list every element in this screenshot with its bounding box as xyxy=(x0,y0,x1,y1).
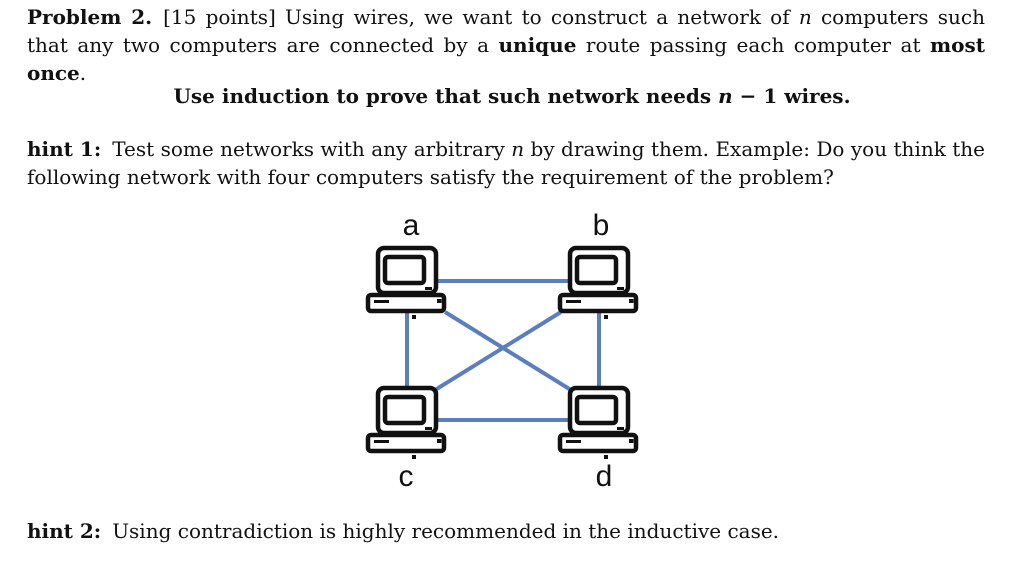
hint-1-label: hint 1: xyxy=(27,137,102,161)
computer-icon-b xyxy=(560,248,636,319)
theorem-statement: Use induction to prove that such network… xyxy=(0,82,1024,110)
hint-2-label: hint 2: xyxy=(27,519,102,543)
computer-icon-d xyxy=(560,388,636,459)
problem-label: Problem 2. xyxy=(27,5,153,29)
hint-1-text-2: by drawing them. Example: Do you think t… xyxy=(27,137,986,189)
bold-unique: unique xyxy=(498,33,577,57)
problem-text-3: route passing each computer at xyxy=(576,33,930,57)
node-label-a: a xyxy=(403,209,420,242)
hint-1-text-1: Test some networks with any arbitrary xyxy=(112,137,512,161)
node-label-d: d xyxy=(596,460,613,493)
computer-icon-c xyxy=(368,388,444,459)
problem-text-1: [15 points] Using wires, we want to cons… xyxy=(163,5,799,29)
math-n: n xyxy=(511,137,525,161)
hint-2: hint 2: Using contradiction is highly rec… xyxy=(27,517,985,545)
problem-text-4: . xyxy=(79,61,87,85)
node-label-c: c xyxy=(399,460,414,493)
theorem-text-2: − 1 wires. xyxy=(732,84,851,108)
problem-statement: Problem 2. [15 points] Using wires, we wa… xyxy=(27,3,985,87)
math-n: n xyxy=(798,5,812,29)
hint-1: hint 1: Test some networks with any arbit… xyxy=(27,135,985,191)
wire-b-c xyxy=(433,310,563,392)
theorem-text-1: Use induction to prove that such network… xyxy=(173,84,719,108)
network-diagram: a b c d xyxy=(355,209,651,493)
bold-most-once: most once xyxy=(27,33,985,85)
node-label-b: b xyxy=(593,209,610,242)
computer-icon-a xyxy=(368,248,444,319)
hint-2-text: Using contradiction is highly recommende… xyxy=(112,519,780,543)
problem-text-2: computers such that any two computers ar… xyxy=(27,5,985,57)
math-n: n xyxy=(718,84,733,108)
wire-a-d xyxy=(443,310,573,392)
